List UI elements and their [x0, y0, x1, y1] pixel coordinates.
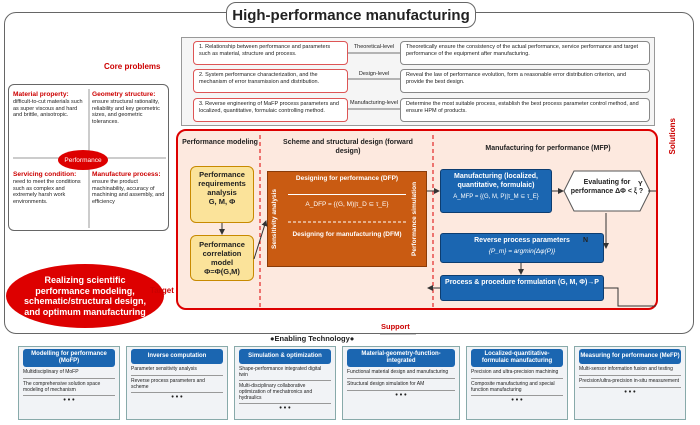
quadrant-material: Material property:difficult-to-cut mater… — [13, 91, 83, 118]
tech-item: Structural design simulation for AM — [347, 381, 455, 391]
tech-item: Reverse process parameters and scheme — [131, 378, 223, 393]
tech-item: Composite manufacturing and special func… — [471, 381, 563, 396]
tech-dots: • • • — [511, 397, 523, 404]
tech-item: The comprehensive solution space modelin… — [23, 381, 115, 396]
tech-dots: • • • — [395, 392, 407, 399]
level-item-2: 2. System performance characterization, … — [193, 69, 348, 93]
dfm-title: Designing for manufacturing (DFM) — [288, 231, 406, 257]
tech-item: Parameter sensitivity analysis — [131, 366, 223, 376]
level-result-2: Reveal the law of performance evolution,… — [400, 69, 650, 93]
tech-item: Shape-performance integrated digital twi… — [239, 366, 331, 381]
level-label-3: Manufacturing-level — [350, 100, 398, 106]
evaluation-text: Evaluating for performance ΔΦ < ξ ? — [570, 179, 644, 195]
level-result-1: Theoretically ensure the consistency of … — [400, 41, 650, 65]
tech-item: Precision and ultra-precision machining — [471, 369, 563, 379]
no-label: N — [583, 237, 589, 244]
target-goal: Realizing scientific performance modelin… — [6, 264, 164, 328]
tech-card-material: Material-geometry-function-integrated Fu… — [342, 346, 460, 420]
level-label-2: Design-level — [358, 71, 390, 77]
performance-modeling-header: Performance modeling — [182, 139, 258, 146]
sensitivity-analysis-label: Sensitivity analysis — [271, 189, 278, 249]
solutions-label: Solutions — [668, 118, 677, 155]
tech-item: Functional material design and manufactu… — [347, 369, 455, 379]
tech-title: Material-geometry-function-integrated — [347, 349, 455, 367]
tech-card-simulation: Simulation & optimization Shape-performa… — [234, 346, 336, 420]
level-label-1: Theoretical-level — [353, 44, 395, 50]
tech-item: Multi-disciplinary collaborative optimiz… — [239, 383, 331, 404]
page-title: High-performance manufacturing — [226, 2, 476, 28]
tech-title: Measuring for performance (MeFP) — [579, 349, 681, 364]
tech-title: Localized-quantitative-formulaic manufac… — [471, 349, 563, 367]
enabling-technology-label: ●Enabling Technology● — [270, 334, 355, 343]
tech-item: Precision/ultra-precision in-situ measur… — [579, 378, 681, 388]
evaluation-diamond — [563, 170, 651, 212]
tech-dots: • • • — [171, 394, 183, 401]
tech-card-localized: Localized-quantitative-formulaic manufac… — [466, 346, 568, 420]
tech-title: Modelling for performance (MoFP) — [23, 349, 115, 367]
tech-title: Simulation & optimization — [239, 349, 331, 364]
dfp-formula: A_DFP = {(G, M)|τ_D ⊆ τ_E} — [288, 201, 406, 215]
tech-item: Multi-sensor information fusion and test… — [579, 366, 681, 376]
tech-dots: • • • — [624, 389, 636, 396]
tech-dots: • • • — [63, 397, 75, 404]
tech-card-mofp: Modelling for performance (MoFP) Multidi… — [18, 346, 120, 420]
yes-label: Y — [638, 181, 643, 188]
manufacturing-box: Manufacturing (localized, quantitative, … — [440, 169, 552, 213]
tech-dots: • • • — [279, 405, 291, 412]
tech-item: Multidisciplinary of MoFP — [23, 369, 115, 379]
reverse-formula: {P_m} = argmin{Δφ(P)} — [488, 247, 556, 255]
level-result-3: Determine the most suitable process, est… — [400, 98, 650, 122]
manufacturing-title: Manufacturing (localized, quantitative, … — [453, 173, 538, 189]
tech-card-mefp: Measuring for performance (MeFP) Multi-s… — [574, 346, 686, 420]
tech-card-inverse: Inverse computation Parameter sensitivit… — [126, 346, 228, 420]
reverse-parameters-box: Reverse process parameters {P_m} = argmi… — [440, 233, 604, 263]
quadrant-geometry: Geometry structure:ensure structural rat… — [92, 91, 160, 125]
dfp-title: Designing for performance (DFP) — [288, 175, 406, 195]
performance-simulation-label: Performance simulation — [411, 181, 418, 257]
performance-node: Performance — [58, 150, 108, 170]
flow-connectors — [219, 188, 656, 307]
manufacturing-formula: A_MFP = {(G, M, P)|τ_M ⊆ τ_E} — [453, 194, 539, 200]
quadrant-manufacture: Manufacture process:ensure the product m… — [92, 171, 165, 205]
level-item-3: 3. Reverse engineering of MaFP process p… — [193, 98, 348, 122]
scheme-design-header: Scheme and structural design (forward de… — [283, 139, 413, 155]
target-label: Target — [150, 286, 174, 295]
mfp-header: Manufacturing for performance (MFP) — [485, 145, 611, 152]
tech-title: Inverse computation — [131, 349, 223, 364]
level-item-1: 1. Relationship between performance and … — [193, 41, 348, 65]
core-problems-label: Core problems — [104, 62, 161, 71]
methodology-frame: Performance modeling Scheme and structur… — [176, 129, 658, 310]
quadrant-servicing: Servicing condition:need to meet the con… — [13, 171, 81, 205]
section-dividers — [259, 135, 434, 308]
reverse-title: Reverse process parameters — [474, 237, 570, 244]
support-label: Support — [381, 322, 410, 331]
process-formulation-box: Process & procedure formulation (G, M, Φ… — [440, 275, 604, 301]
